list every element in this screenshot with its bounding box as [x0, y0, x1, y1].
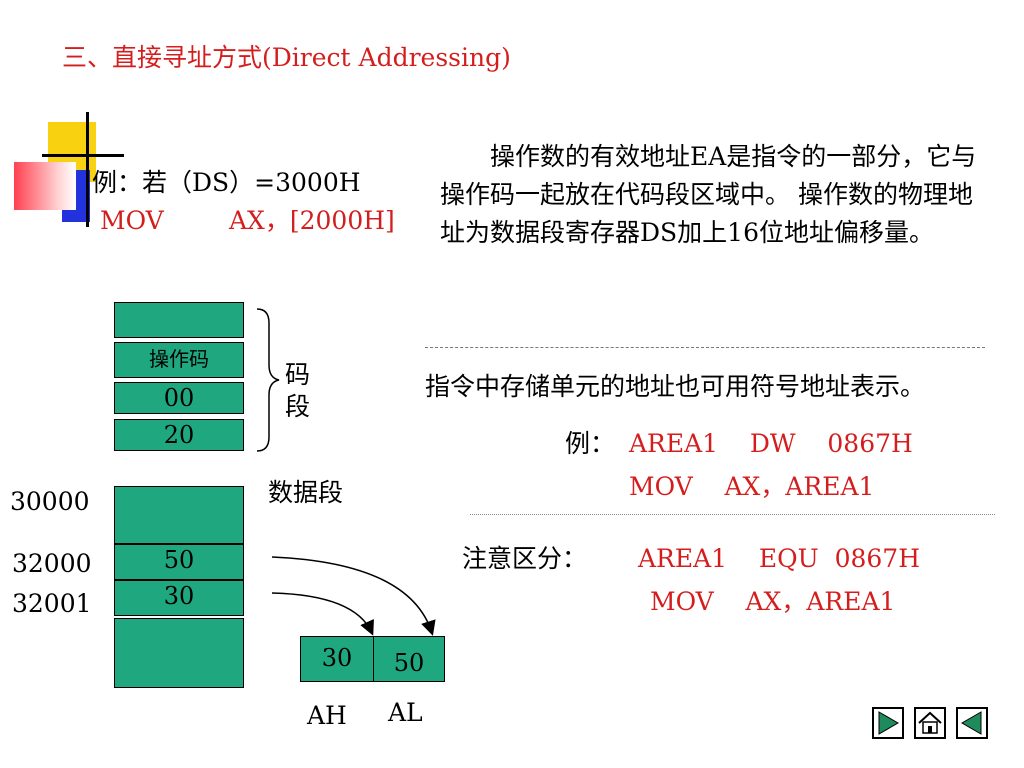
code-segment-cell [114, 302, 244, 338]
slide-title: 三、直接寻址方式(Direct Addressing) [62, 43, 511, 72]
next-icon [878, 711, 899, 735]
home-button[interactable] [914, 707, 946, 739]
code-segment-cell: 20 [114, 419, 244, 451]
symbolic-note: 指令中存储单元的地址也可用符号地址表示。 [425, 372, 926, 401]
distinguish-prefix: 注意区分： [462, 544, 588, 573]
data-segment-cell [114, 618, 244, 688]
example-mov-operands: AX，[2000H] [229, 206, 395, 235]
address-label: 32001 [12, 589, 92, 618]
code-segment-brace [256, 308, 280, 452]
distinguish-line1: AREA1 EQU 0867H [638, 544, 921, 573]
data-segment-label: 数据段 [268, 478, 344, 507]
code-segment-label-1: 码 [285, 360, 311, 389]
register-ah-cell: 30 [300, 636, 374, 682]
home-icon [918, 711, 942, 734]
distinguish-line2: MOV AX，AREA1 [650, 587, 896, 616]
symbolic-example-line1: AREA1 DW 0867H [629, 429, 913, 458]
separator-top [425, 347, 985, 348]
data-segment-cell [114, 486, 244, 544]
next-slide-button[interactable] [872, 707, 904, 739]
previous-icon [961, 711, 982, 735]
example-ds-value: 例：若（DS）=3000H [92, 168, 361, 197]
code-segment-cell: 00 [114, 382, 244, 414]
description-paragraph: 操作数的有效地址EA是指令的一部分，它与操作码一起放在代码段区域中。 操作数的物… [440, 142, 977, 247]
separator-bottom [470, 514, 995, 515]
register-ah-label: AH [307, 701, 347, 730]
previous-slide-button[interactable] [956, 707, 988, 739]
data-segment-cell: 50 [114, 544, 244, 580]
code-segment-opcode-cell: 操作码 [114, 342, 244, 378]
address-label: 32000 [12, 549, 92, 578]
address-label: 30000 [10, 487, 90, 516]
example-mov-keyword: MOV [100, 206, 164, 235]
symbolic-example-prefix: 例： [565, 429, 616, 458]
register-al-cell: 50 [373, 636, 445, 682]
data-segment-cell: 30 [114, 580, 244, 616]
decorative-ornament [14, 112, 124, 232]
transfer-arrows [271, 556, 436, 636]
symbolic-example-line2: MOV AX，AREA1 [629, 472, 875, 501]
register-al-label: AL [388, 698, 423, 727]
code-segment-label-2: 段 [285, 392, 311, 421]
